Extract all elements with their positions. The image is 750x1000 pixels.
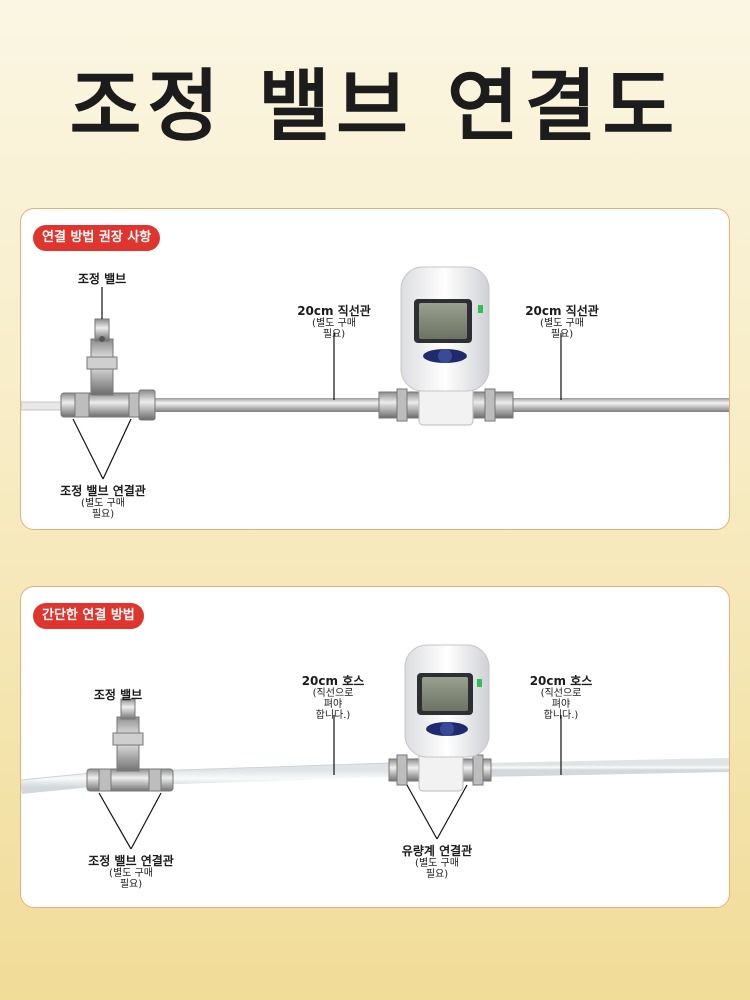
valve-label: 조정 밸브 <box>77 272 127 286</box>
meter-lcd <box>419 303 467 339</box>
recommended-connection-illustration <box>21 266 729 480</box>
meter-led <box>478 305 483 313</box>
hose-right-label: 20cm 호스 (직선으로 펴야 합니다.) <box>529 674 593 722</box>
recommended-connection-panel: 연결 방법 권장 사항 조정 밸브 20cm 직선관 (별도 구매 필요) 20… <box>20 208 730 530</box>
hose-right <box>480 758 729 777</box>
simple-method-badge: 간단한 연결 방법 <box>33 603 144 629</box>
valve-fitting-label: 조정 밸브 연결관 (별도 구매 필요) <box>60 484 146 521</box>
recommended-method-badge: 연결 방법 권장 사항 <box>33 225 161 251</box>
hose-left <box>21 763 392 794</box>
inlet-tube <box>21 401 62 411</box>
simple-connection-panel: 간단한 연결 방법 조정 밸브 20cm 호스 (직선으로 펴야 합니다.) 2… <box>20 586 730 908</box>
meter-led <box>477 679 482 687</box>
valve-label: 조정 밸브 <box>93 688 143 702</box>
meter-fitting-label: 유량계 연결관 (별도 구매 필요) <box>401 844 473 881</box>
simple-connection-illustration <box>21 644 729 850</box>
valve-fitting-label: 조정 밸브 연결관 (별도 구매 필요) <box>88 854 174 891</box>
meter-lcd <box>422 677 468 711</box>
pipe-right-label: 20cm 직선관 (별도 구매 필요) <box>525 304 599 341</box>
hose-left-label: 20cm 호스 (직선으로 펴야 합니다.) <box>301 674 365 722</box>
pipe-left-label: 20cm 직선관 (별도 구매 필요) <box>297 304 371 341</box>
page-title: 조정 밸브 연결도 <box>69 62 681 152</box>
